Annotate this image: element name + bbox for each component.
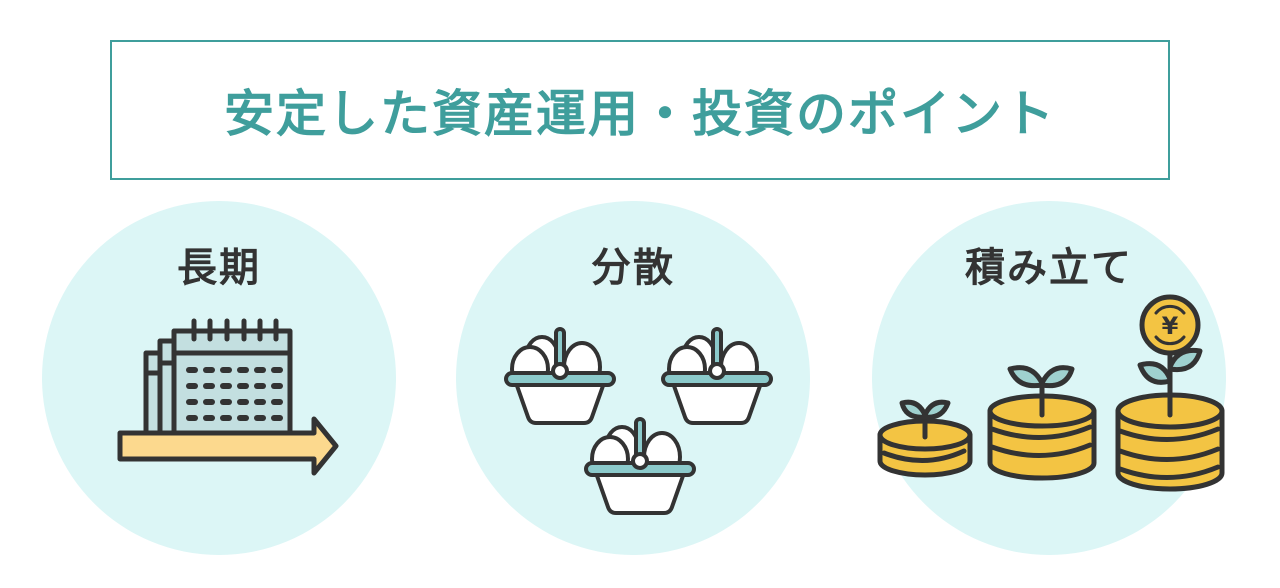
yen-symbol: ¥ xyxy=(1162,312,1179,340)
calendar-arrow-icon xyxy=(117,318,339,476)
coin-stacks-sprout-icon: ¥ xyxy=(877,294,1225,492)
point-long-term: 長期 xyxy=(42,201,396,555)
point-diversification: 分散 xyxy=(456,201,810,555)
point-label: 長期 xyxy=(177,245,261,291)
point-label: 分散 xyxy=(591,245,675,291)
point-accumulation: 積み立て xyxy=(872,201,1226,555)
egg-baskets-icon xyxy=(504,327,773,515)
title-box: 安定した資産運用・投資のポイント xyxy=(110,40,1170,180)
page-title: 安定した資産運用・投資のポイント xyxy=(224,85,1056,143)
point-label: 積み立て xyxy=(965,245,1133,291)
